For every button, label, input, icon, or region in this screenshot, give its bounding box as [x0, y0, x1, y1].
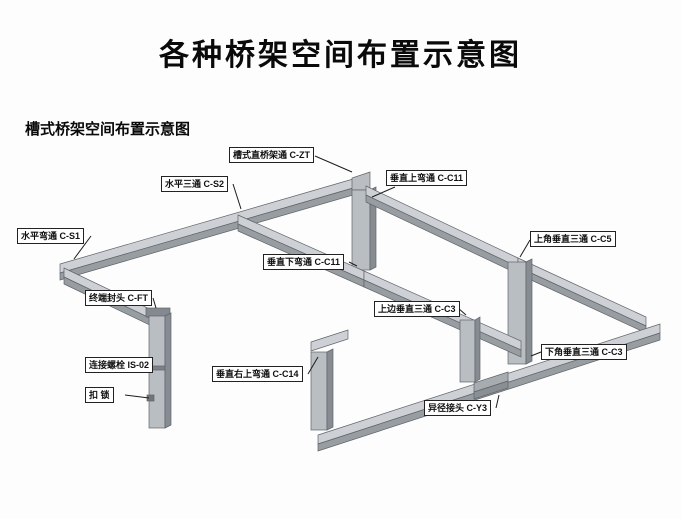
label-lock: 扣 锁 [85, 387, 114, 403]
tray-branch-tee [237, 214, 365, 288]
page-title: 各种桥架空间布置示意图 [159, 39, 522, 72]
reducer-fitting [473, 371, 509, 400]
label-connecting-bolt-is-02: 连接螺栓 IS-02 [85, 357, 154, 373]
label-upper-corner-tee-c-c5: 上角垂直三通 C-C5 [530, 231, 616, 247]
vertical-connector-center-right [459, 316, 481, 383]
label-vertical-right-up-bend-c-c14: 垂直右上弯通 C-C14 [212, 366, 303, 382]
section-subtitle: 槽式桥架空间布置示意图 [25, 121, 191, 138]
label-horizontal-tee-c-s2: 水平三通 C-S2 [161, 176, 229, 192]
label-lower-corner-tee-c-c3: 下角垂直三通 C-C3 [541, 344, 627, 360]
tray-structure [59, 171, 661, 452]
label-end-cap-c-ft: 终端封头 C-FT [85, 290, 152, 306]
label-horizontal-bend-c-s1: 水平弯通 C-S1 [17, 228, 85, 244]
vertical-column-middle [310, 329, 349, 431]
vertical-riser-middle [351, 171, 377, 271]
label-upper-edge-tee-c-c3: 上边垂直三通 C-C3 [374, 301, 460, 317]
label-vertical-up-bend-c-c11: 垂直上弯通 C-C11 [386, 170, 468, 186]
vertical-column-left [145, 307, 172, 429]
label-reducer-joint-c-y3: 异径接头 C-Y3 [424, 400, 492, 416]
label-vertical-down-bend-c-c11: 垂直下弯通 C-C11 [263, 254, 345, 270]
label-straight-tray-c-zt: 槽式直桥架通 C-ZT [229, 147, 314, 163]
